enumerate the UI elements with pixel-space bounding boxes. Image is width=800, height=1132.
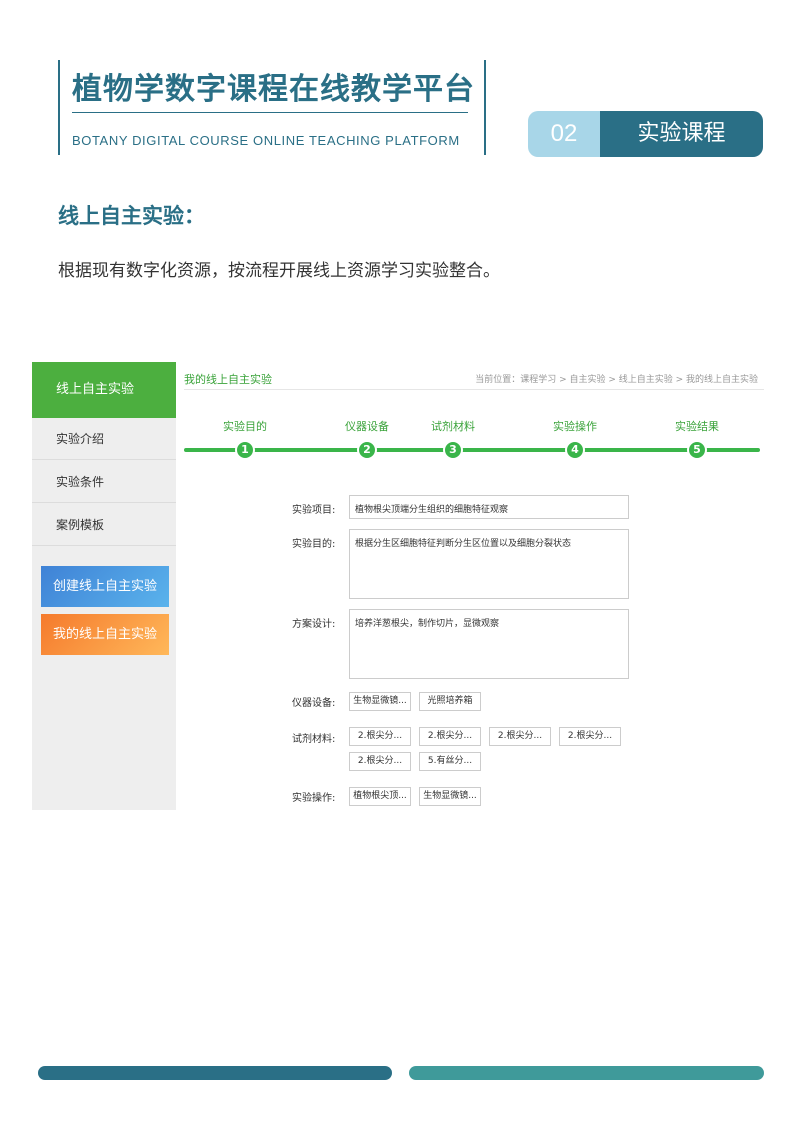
sidebar: 线上自主实验 实验介绍 实验条件 案例模板 创建线上自主实验 我的线上自主实验 — [32, 362, 176, 810]
equipment-label: 仪器设备: — [292, 698, 336, 709]
footer-bar-left — [38, 1066, 392, 1080]
material-chip[interactable]: 2.根尖分... — [349, 752, 411, 771]
step-label-result[interactable]: 实验结果 — [675, 420, 719, 433]
sidebar-item-templates[interactable]: 案例模板 — [32, 504, 176, 546]
panel-title: 我的线上自主实验 — [184, 373, 272, 386]
sidebar-item-conditions[interactable]: 实验条件 — [32, 461, 176, 503]
main-panel: 我的线上自主实验 当前位置：课程学习 > 自主实验 > 线上自主实验 > 我的线… — [184, 362, 764, 812]
platform-screenshot: 线上自主实验 实验介绍 实验条件 案例模板 创建线上自主实验 我的线上自主实验 … — [32, 362, 764, 812]
operation-label: 实验操作: — [292, 793, 336, 804]
materials-label: 试剂材料: — [292, 734, 336, 745]
equipment-chip[interactable]: 生物显微镜... — [349, 692, 411, 711]
equipment-chip[interactable]: 光照培养箱 — [419, 692, 481, 711]
step-label-equipment[interactable]: 仪器设备 — [345, 420, 389, 433]
step-marker[interactable]: 2 — [357, 440, 377, 460]
design-label: 方案设计: — [292, 619, 336, 630]
material-chip[interactable]: 2.根尖分... — [489, 727, 551, 746]
operation-chip[interactable]: 生物显微镜... — [419, 787, 481, 806]
chapter-number: 02 — [528, 111, 600, 157]
project-field[interactable]: 植物根尖顶端分生组织的细胞特征观察 — [349, 495, 629, 519]
material-chip[interactable]: 2.根尖分... — [559, 727, 621, 746]
step-marker[interactable]: 3 — [443, 440, 463, 460]
header-right-line — [484, 60, 486, 155]
material-chip[interactable]: 5.有丝分... — [419, 752, 481, 771]
step-label-materials[interactable]: 试剂材料 — [431, 420, 475, 433]
material-chip[interactable]: 2.根尖分... — [419, 727, 481, 746]
platform-subtitle: BOTANY DIGITAL COURSE ONLINE TEACHING PL… — [72, 133, 460, 148]
material-chip[interactable]: 2.根尖分... — [349, 727, 411, 746]
title-divider — [72, 112, 468, 113]
chapter-label: 实验课程 — [600, 111, 763, 157]
progress-track — [184, 448, 760, 452]
sidebar-item-intro[interactable]: 实验介绍 — [32, 418, 176, 460]
my-experiments-button[interactable]: 我的线上自主实验 — [41, 614, 169, 655]
breadcrumb: 当前位置：课程学习 > 自主实验 > 线上自主实验 > 我的线上自主实验 — [475, 375, 758, 385]
panel-divider — [184, 389, 764, 390]
section-title: 线上自主实验： — [58, 203, 205, 228]
purpose-textarea[interactable]: 根据分生区细胞特征判断分生区位置以及细胞分裂状态 — [349, 529, 629, 599]
step-marker[interactable]: 4 — [565, 440, 585, 460]
header-left-line — [58, 60, 60, 155]
chapter-badge: 02 实验课程 — [528, 111, 763, 157]
design-textarea[interactable]: 培养洋葱根尖，制作切片，显微观察 — [349, 609, 629, 679]
create-experiment-button[interactable]: 创建线上自主实验 — [41, 566, 169, 607]
operation-chip[interactable]: 植物根尖顶... — [349, 787, 411, 806]
step-label-purpose[interactable]: 实验目的 — [223, 420, 267, 433]
step-marker[interactable]: 5 — [687, 440, 707, 460]
footer-bar-right — [409, 1066, 764, 1080]
section-description: 根据现有数字化资源，按流程开展线上资源学习实验整合。 — [58, 261, 500, 281]
platform-title: 植物学数字课程在线教学平台 — [72, 72, 475, 107]
step-marker[interactable]: 1 — [235, 440, 255, 460]
step-label-operation[interactable]: 实验操作 — [553, 420, 597, 433]
purpose-label: 实验目的: — [292, 539, 336, 550]
project-label: 实验项目: — [292, 505, 336, 516]
sidebar-item-online-experiment[interactable]: 线上自主实验 — [32, 362, 176, 418]
